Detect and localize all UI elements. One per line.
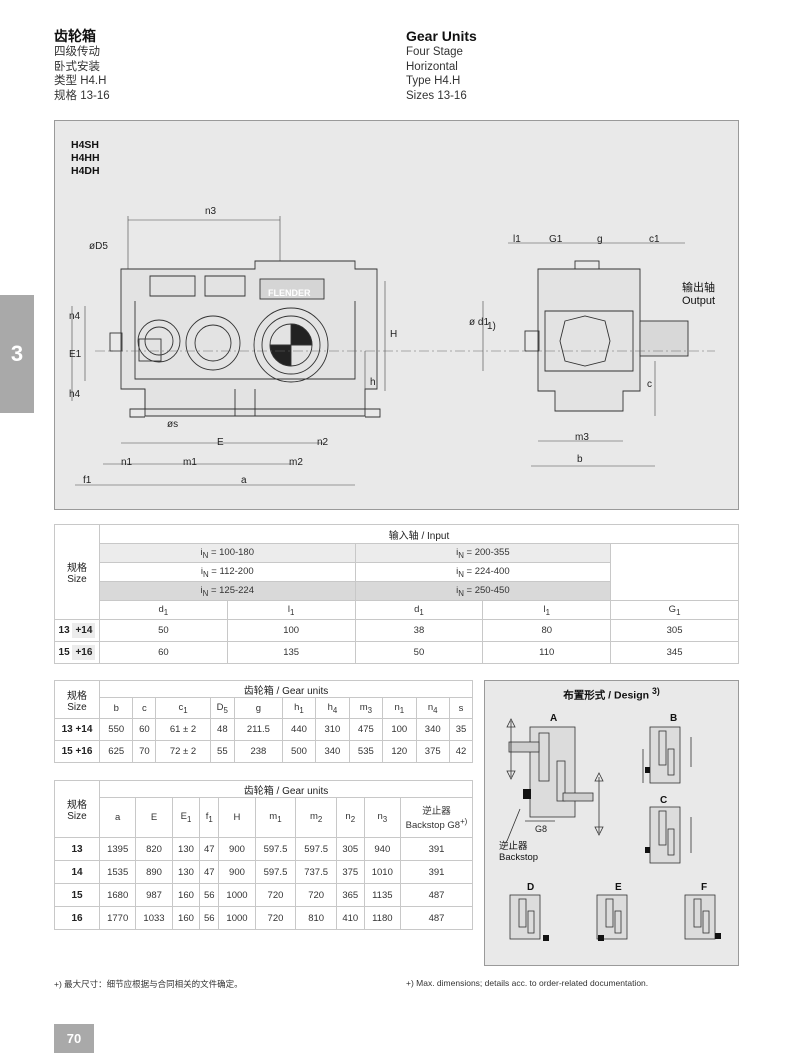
label-g: g (597, 234, 603, 245)
label-c1: c1 (649, 234, 660, 245)
label-d1: ø d1 (469, 317, 490, 328)
input-col-g1: G1 (610, 600, 739, 620)
header-english: Gear Units Four Stage Horizontal Type H4… (406, 28, 477, 103)
section-tab: 3 (0, 295, 34, 413)
model-h4dh: H4DH (71, 165, 100, 177)
brand-plate: FLENDER (268, 288, 311, 298)
subtitle-cn-1: 四级传动 (54, 46, 100, 58)
input-col-l1-b: l1 (482, 600, 612, 620)
label-m3: m3 (575, 432, 589, 443)
label-m1: m1 (183, 457, 197, 468)
input-shaft-table: 规格 Size 输入轴 / Input iN = 100-180 iN = 20… (54, 524, 740, 664)
label-n2: n2 (317, 437, 329, 448)
footnote-cn: +) 最大尺寸：细节应根据与合同相关的文件确定。 (54, 979, 243, 989)
output-label-cn: 输出轴 (682, 282, 715, 294)
output-label-en: Output (682, 295, 716, 307)
footnote-en: +) Max. dimensions; details acc. to orde… (406, 978, 649, 988)
label-h4: h4 (69, 389, 81, 400)
table-row: 14 1535 890 130 47 900 597.5 737.5 375 1… (54, 860, 473, 884)
subtitle-cn-3: 类型 H4.H (54, 75, 107, 87)
design-letter-b: B (670, 713, 678, 724)
table-row: 16 1770 1033 160 56 1000 720 810 410 118… (54, 906, 473, 930)
label-h-upper: H (390, 329, 398, 340)
label-g1: G1 (549, 234, 563, 245)
backstop-label: 逆止器 Backstop (499, 841, 539, 863)
subtitle-en-1: Four Stage (406, 46, 463, 58)
output-shaft-label: 输出轴 Output (682, 282, 715, 308)
input-ratio-left-1: iN = 100-180 (98, 543, 356, 563)
subtitle-cn-4: 规格 13-16 (54, 89, 110, 102)
design-letter-a: A (550, 713, 558, 724)
label-a: a (241, 475, 247, 486)
design-letter-c: C (660, 795, 668, 806)
input-col-l1-a: l1 (226, 600, 356, 620)
design-title: 布置形式 / Design 3) (563, 686, 660, 702)
input-row-size: 13 +14 (54, 619, 100, 642)
design-arrangement-box: 布置形式 / Design 3) A B C D E F G8 逆止器 Back… (484, 680, 739, 966)
gear2-size-header: 规格 Size (54, 780, 100, 838)
title-cn: 齿轮箱 (54, 28, 96, 44)
subtitle-en-4: Sizes 13-16 (406, 89, 467, 102)
label-e: E (217, 437, 224, 448)
table-row: 13 +14 50 100 38 80 305 (54, 619, 739, 642)
input-ratio-right-3: iN = 250-450 (354, 581, 612, 601)
subtitle-en-3: Type H4.H (406, 75, 461, 87)
gear1-title: 齿轮箱 / Gear units (99, 680, 473, 698)
model-h4sh: H4SH (71, 139, 100, 151)
label-d5: øD5 (89, 241, 108, 252)
header-chinese: 齿轮箱 四级传动 卧式安装 类型 H4.H 规格 13-16 (54, 28, 110, 103)
gear2-col-headers: a E E1 f1 H m1 m2 n2 n3 逆止器 Backstop G8+… (55, 797, 473, 838)
input-table-title: 输入轴 / Input (98, 524, 740, 544)
gear2-title: 齿轮箱 / Gear units (99, 780, 473, 798)
gear-units-table-2: 规格 Size 齿轮箱 / Gear units a E E1 f1 H m1 … (54, 780, 473, 930)
technical-drawing: H4SH H4HH H4DH (54, 120, 739, 510)
design-letter-e: E (615, 882, 622, 893)
table-row: 13 1395 820 130 47 900 597.5 597.5 305 9… (54, 837, 473, 861)
table-row: 15 +16 60 135 50 110 345 (54, 641, 739, 664)
input-ratio-right-1: iN = 200-355 (354, 543, 612, 563)
title-en: Gear Units (406, 28, 477, 44)
input-ratio-left-3: iN = 125-224 (98, 581, 356, 601)
label-e1: E1 (69, 349, 82, 360)
input-ratio-right-2: iN = 224-400 (354, 562, 612, 582)
subtitle-en-2: Horizontal (406, 60, 458, 73)
table-row: 15 1680 987 160 56 1000 720 720 365 1135… (54, 883, 473, 907)
gearbox-drawing-svg (71, 216, 715, 486)
design-letter-d: D (527, 882, 535, 893)
input-row-size: 15 +16 (54, 641, 100, 664)
table-row: 13 +14 550 60 61 ± 2 48 211.5 440 310 47… (54, 718, 474, 741)
model-list: H4SH H4HH H4DH (71, 139, 100, 178)
label-b: b (577, 454, 583, 465)
label-n4: n4 (69, 311, 81, 322)
input-size-header: 规格 Size (54, 524, 100, 620)
design-g8-label: G8 (535, 824, 548, 834)
label-n3: n3 (205, 206, 217, 217)
input-ratio-left-2: iN = 112-200 (98, 562, 356, 582)
label-c: c (647, 379, 652, 390)
table-row: 15 +16 625 70 72 ± 2 55 238 500 340 535 … (54, 740, 474, 763)
label-f1: f1 (83, 475, 92, 486)
label-m2: m2 (289, 457, 303, 468)
model-h4hh: H4HH (71, 152, 100, 164)
page-number: 70 (54, 1024, 94, 1053)
gear1-col-headers: b c c1 D5 g h1 h4 m3 n1 n4 s (55, 697, 474, 719)
gear-units-table-1: 规格 Size 齿轮箱 / Gear units b c c1 D5 g h1 … (54, 680, 474, 763)
label-h-lower: h (370, 377, 376, 388)
label-n1: n1 (121, 457, 133, 468)
gear2-backstop-header: 逆止器 Backstop G8+) (400, 797, 473, 838)
subtitle-cn-2: 卧式安装 (54, 60, 100, 73)
label-l1: l1 (513, 234, 521, 245)
label-s: øs (167, 419, 179, 430)
design-diagrams-svg (506, 718, 721, 941)
design-letter-f: F (701, 882, 708, 893)
input-col-d1-a: d1 (98, 600, 228, 620)
label-footnote-1: 1) (487, 321, 496, 332)
gear1-size-header: 规格 Size (54, 680, 100, 719)
input-col-d1-b: d1 (354, 600, 484, 620)
